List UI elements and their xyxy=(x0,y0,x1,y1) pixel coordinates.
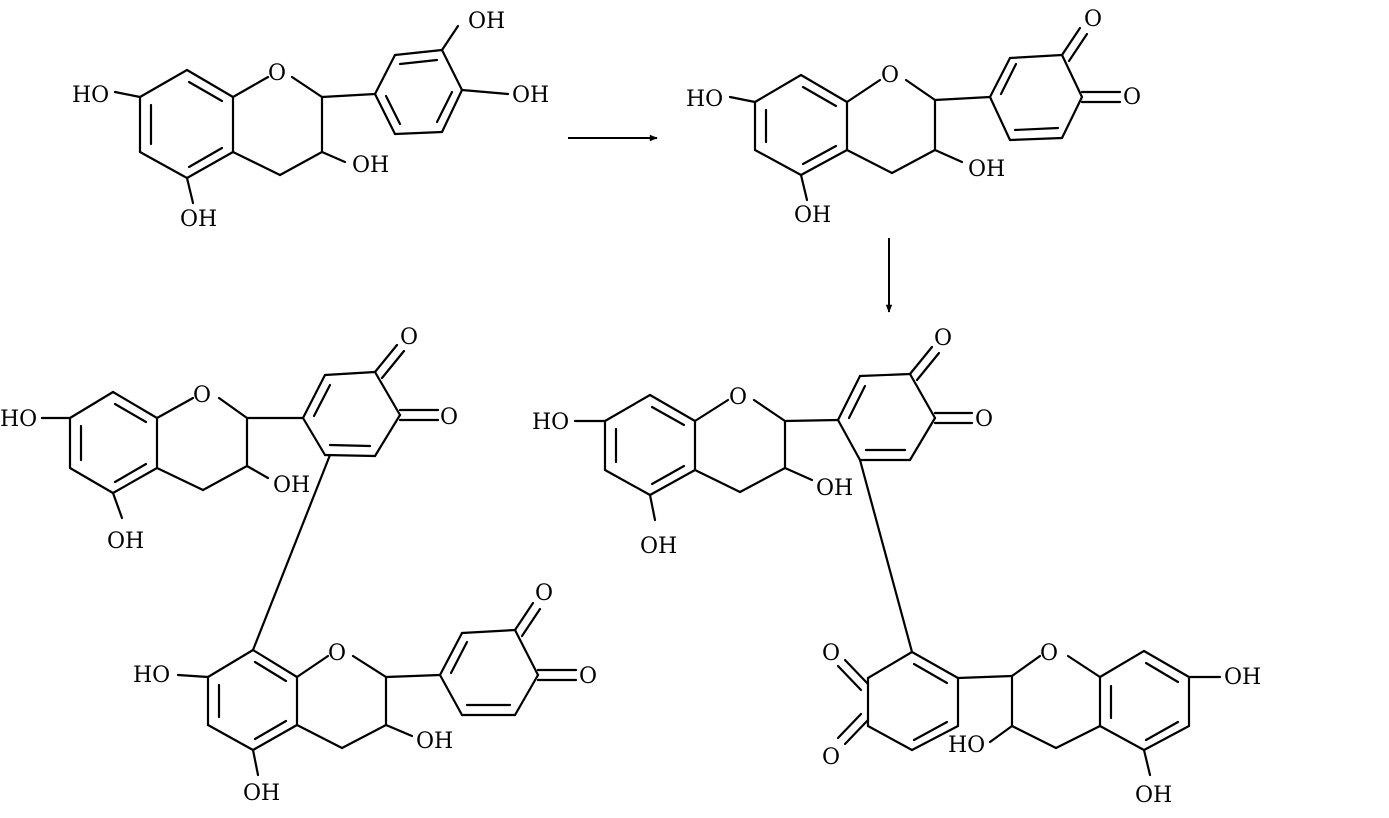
carbonyl-oxygen-label: O xyxy=(822,745,840,770)
oxygen-label: O xyxy=(1040,641,1058,666)
hydroxyl-label: OH xyxy=(1224,665,1261,690)
hydroxyl-label: OH xyxy=(107,529,144,554)
ring-c xyxy=(231,75,347,177)
hydroxyl-label: OH xyxy=(968,157,1005,182)
carbonyl-oxygen-label: O xyxy=(440,405,458,430)
carbonyl-oxygen-label: O xyxy=(535,581,553,606)
carbonyl-oxygen-label: O xyxy=(822,641,840,666)
molecule-dimer-right: O HO OH OH O O O O O HO OH OH xyxy=(532,326,1261,808)
carbonyl-oxygen-label: O xyxy=(400,325,418,350)
hydroxyl-label: OH xyxy=(352,153,389,178)
oxygen-label: O xyxy=(729,385,747,410)
hydroxyl-label: OH xyxy=(794,203,831,228)
hydroxyl-label: OH xyxy=(512,83,549,108)
hydroxyl-label: HO xyxy=(72,83,109,108)
molecule-catechin-quinone: O HO OH OH O O xyxy=(686,7,1141,228)
linking-bond xyxy=(858,458,914,654)
carbonyl-oxygen-label: O xyxy=(975,407,993,432)
hydroxyl-label: HO xyxy=(133,663,170,688)
hydroxyl-label: OH xyxy=(273,473,310,498)
ring-b xyxy=(320,24,510,136)
oxygen-label: O xyxy=(328,641,346,666)
hydroxyl-label: OH xyxy=(416,729,453,754)
hydroxyl-label: OH xyxy=(468,9,505,34)
hydroxyl-label: OH xyxy=(243,781,280,806)
carbonyl-oxygen-label: O xyxy=(1123,85,1141,110)
oxygen-label: O xyxy=(193,383,211,408)
lower-unit xyxy=(176,601,578,777)
hydroxyl-label: HO xyxy=(948,733,985,758)
upper-unit xyxy=(573,345,974,522)
lower-unit xyxy=(836,649,1222,777)
carbonyl-oxygen-label: O xyxy=(579,664,597,689)
ring-quinone xyxy=(933,26,1122,142)
carbonyl-oxygen-label: O xyxy=(1084,7,1102,32)
hydroxyl-label: OH xyxy=(180,207,217,232)
carbonyl-oxygen-label: O xyxy=(934,326,952,351)
ring-a xyxy=(753,73,849,177)
ring-c xyxy=(845,78,964,175)
hydroxyl-label: HO xyxy=(532,410,569,435)
upper-unit xyxy=(40,343,440,520)
hydroxyl-label: OH xyxy=(816,476,853,501)
hydroxyl-label: OH xyxy=(1135,783,1172,808)
linking-bond xyxy=(251,453,332,652)
hydroxyl-label: OH xyxy=(640,534,677,559)
molecule-catechin: O HO OH OH OH OH xyxy=(72,9,549,232)
hydroxyl-label: HO xyxy=(0,407,37,432)
oxygen-label: O xyxy=(881,63,899,88)
molecule-dimer-left: O HO OH OH O O O HO OH OH O O xyxy=(0,325,597,806)
hydroxyl-label: HO xyxy=(686,87,723,112)
oxygen-label: O xyxy=(268,61,286,86)
ring-a xyxy=(138,68,235,180)
